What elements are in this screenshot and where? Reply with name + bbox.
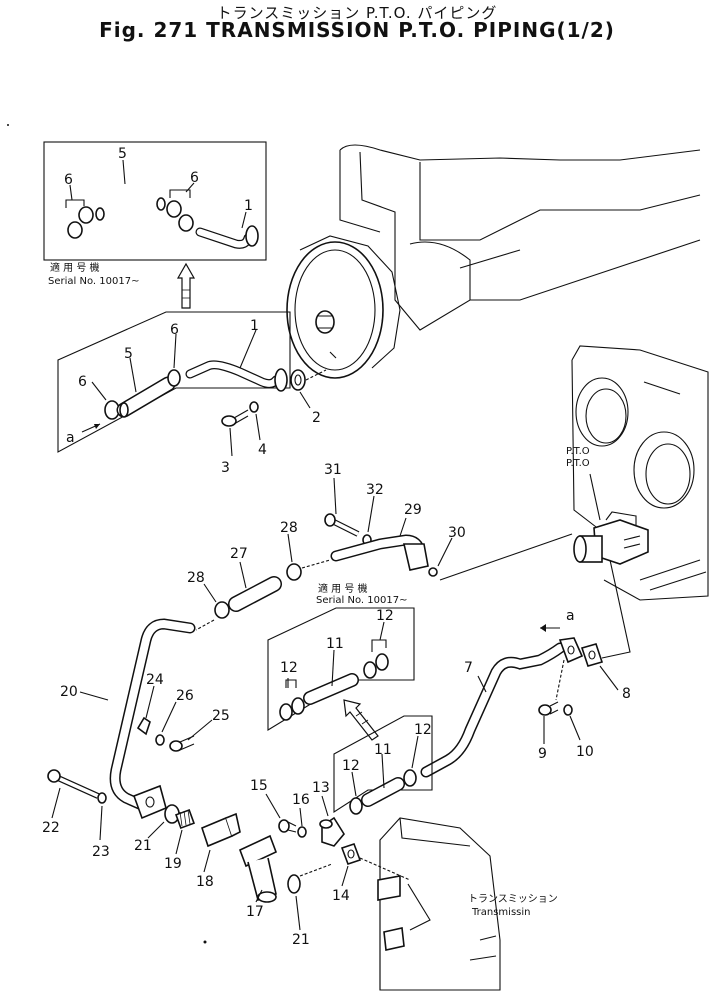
transmission-housing-upper bbox=[571, 345, 709, 601]
callout-11: 11 bbox=[326, 636, 344, 652]
callout-12: 12 bbox=[280, 660, 298, 676]
callout-10: 10 bbox=[576, 744, 594, 760]
callout-17: 17 bbox=[246, 904, 264, 920]
callout-25: 25 bbox=[212, 708, 230, 724]
fittings-lower bbox=[147, 804, 333, 931]
callout-5: 5 bbox=[124, 346, 133, 362]
callout-14: 14 bbox=[332, 888, 350, 904]
callout-4: 4 bbox=[258, 442, 267, 458]
callout-13: 13 bbox=[312, 780, 330, 796]
callout-21: 21 bbox=[292, 932, 310, 948]
callout-1: 1 bbox=[250, 318, 259, 334]
callout-6: 6 bbox=[190, 170, 199, 186]
callout-19: 19 bbox=[164, 856, 182, 872]
transmission-housing-lower bbox=[377, 817, 501, 991]
callout-5: 5 bbox=[118, 146, 127, 162]
callout-32: 32 bbox=[366, 482, 384, 498]
callout-7: 7 bbox=[464, 660, 473, 676]
callout-22: 22 bbox=[42, 820, 60, 836]
callout-8: 8 bbox=[622, 686, 631, 702]
upper-assembly bbox=[57, 311, 327, 457]
serial-note-jp: 適 用 号 機 bbox=[50, 261, 100, 274]
fittings-13-16 bbox=[265, 793, 411, 887]
marker-a: a bbox=[566, 608, 575, 624]
callout-28: 28 bbox=[280, 520, 298, 536]
transmission-label-jp: トランスミッション bbox=[468, 893, 558, 905]
callout-6: 6 bbox=[78, 374, 87, 390]
serial-note: Serial No. 10017~ bbox=[316, 595, 407, 606]
callout-12: 12 bbox=[342, 758, 360, 774]
callout-12: 12 bbox=[414, 722, 432, 738]
arrow-icon bbox=[343, 699, 379, 741]
callout-21: 21 bbox=[134, 838, 152, 854]
callout-11: 11 bbox=[374, 742, 392, 758]
callout-6: 6 bbox=[64, 172, 73, 188]
callout-26: 26 bbox=[176, 688, 194, 704]
transmission-label: Transmissin bbox=[471, 907, 530, 918]
callout-28: 28 bbox=[187, 570, 205, 586]
serial-note-jp: 適 用 号 機 bbox=[318, 582, 368, 595]
pto-label: P.T.O bbox=[566, 458, 590, 469]
callout-3: 3 bbox=[221, 460, 230, 476]
callout-18: 18 bbox=[196, 874, 214, 890]
callout-2: 2 bbox=[312, 410, 321, 426]
callout-24: 24 bbox=[146, 672, 164, 688]
inset-box-hose-11-lower bbox=[333, 715, 433, 815]
callout-1: 1 bbox=[244, 198, 253, 214]
callout-6: 6 bbox=[170, 322, 179, 338]
figure-title: Fig. 271 TRANSMISSION P.T.O. PIPING(1/2) bbox=[99, 18, 615, 42]
pipe-20 bbox=[47, 618, 213, 841]
callout-9: 9 bbox=[538, 746, 547, 762]
callout-15: 15 bbox=[250, 778, 268, 794]
arrow-up-icon bbox=[176, 262, 196, 309]
title-japanese: トランスミッション P.T.O. パイピング bbox=[216, 4, 498, 22]
pto-label-jp: P.T.O bbox=[566, 446, 590, 457]
callout-27: 27 bbox=[230, 546, 248, 562]
callout-29: 29 bbox=[404, 502, 422, 518]
callout-16: 16 bbox=[292, 792, 310, 808]
serial-note: Serial No. 10017~ bbox=[48, 276, 139, 287]
callout-23: 23 bbox=[92, 844, 110, 860]
inset-box-hose-11 bbox=[267, 607, 415, 731]
engine-housing bbox=[286, 144, 701, 379]
inset-box-serial bbox=[43, 141, 267, 261]
callout-12: 12 bbox=[376, 608, 394, 624]
callout-31: 31 bbox=[324, 462, 342, 478]
callout-30: 30 bbox=[448, 525, 466, 541]
pipe-7 bbox=[420, 559, 631, 778]
marker-a: a bbox=[66, 430, 75, 446]
pipe-assembly-29 bbox=[195, 477, 573, 631]
callout-20: 20 bbox=[60, 684, 78, 700]
